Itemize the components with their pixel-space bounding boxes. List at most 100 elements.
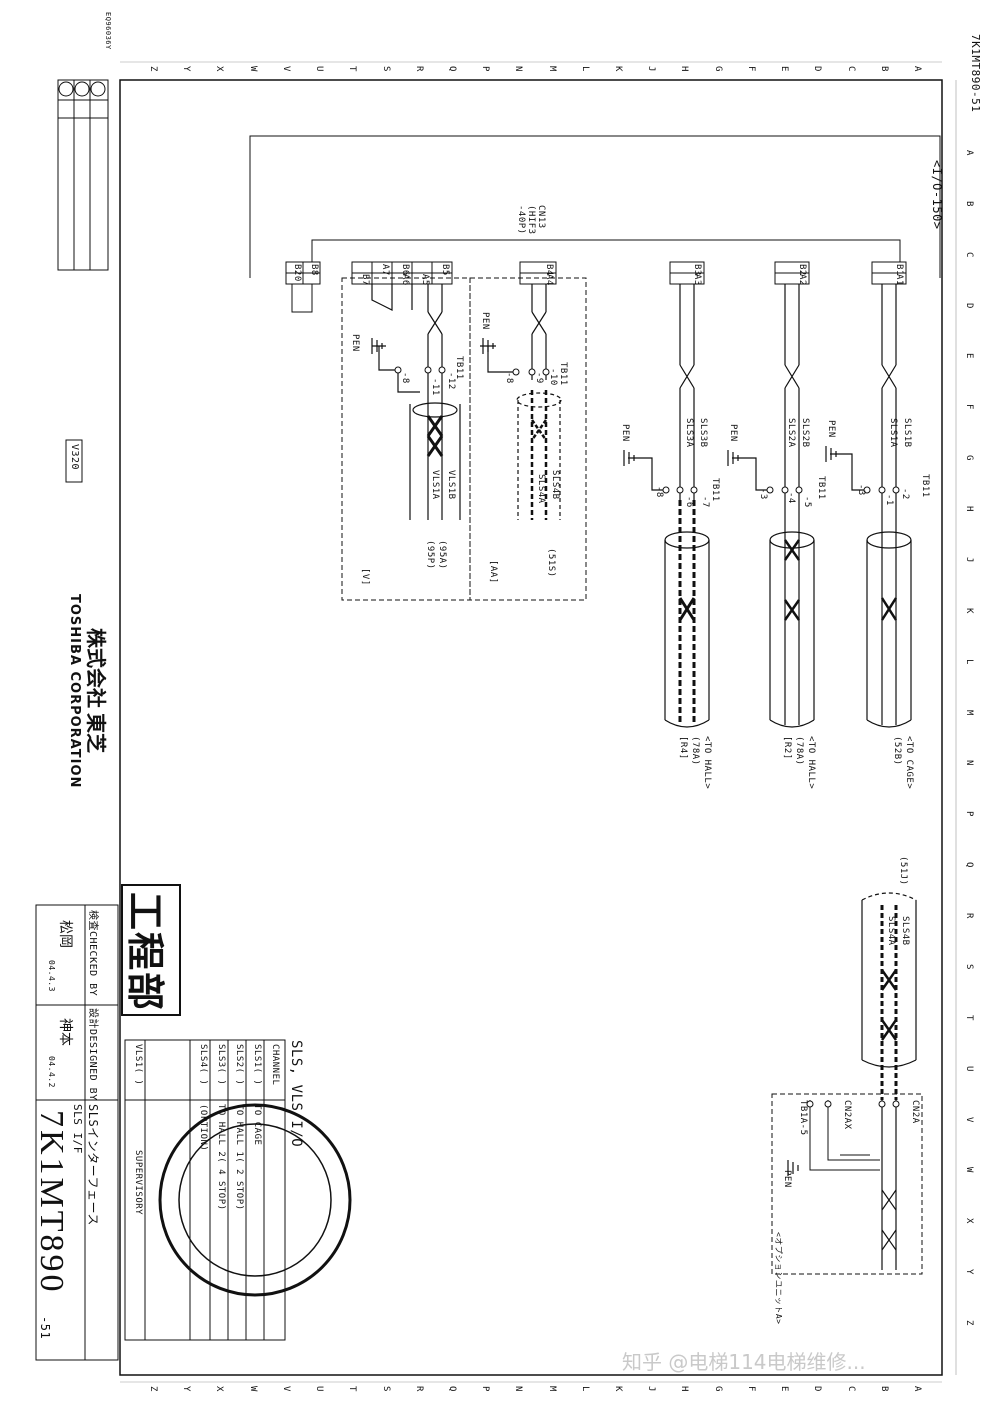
grid-letter: E	[779, 1386, 790, 1392]
grid-letter: K	[964, 607, 974, 614]
tb11-sls3: TB11	[710, 478, 720, 502]
grid-letter: U	[314, 66, 325, 72]
channel-row-3-dest: TO HALL 2( 4 STOP)	[216, 1104, 226, 1211]
aa-group-box	[469, 277, 587, 601]
grid-letter: P	[480, 66, 491, 72]
title-big-number: 7K1MT890	[33, 1110, 70, 1295]
pin-a2: A2	[797, 274, 807, 286]
term-5: -5	[802, 496, 812, 508]
terminal-dots	[394, 366, 900, 1108]
pin-a3: A3	[692, 274, 702, 286]
grid-letter: N	[513, 1386, 524, 1392]
term-2: -2	[900, 488, 910, 500]
grid-letter: B	[878, 1386, 889, 1392]
tb1a-label: TB1A-5	[798, 1100, 808, 1136]
grid-letter: U	[964, 1065, 974, 1072]
channel-table-title: SLS, VLS I/O	[288, 1040, 304, 1148]
grid-letter: G	[712, 1386, 723, 1392]
term-1: -1	[884, 494, 894, 506]
vls1b-label: VLS1B	[446, 470, 456, 500]
s1j-code: (51J)	[898, 856, 908, 886]
bus-frame	[249, 135, 941, 278]
engineering-stamp	[121, 884, 181, 1016]
pin-a1: A1	[894, 274, 904, 286]
pin-a6: A6	[400, 274, 410, 286]
grid-letter: B	[964, 200, 974, 207]
grid-letter: C	[845, 1386, 856, 1392]
grid-letter: D	[812, 66, 823, 72]
grid-letter: V	[964, 1116, 974, 1123]
designed-date: 04.4.2	[47, 1056, 56, 1088]
sls2a-label: SLS2A	[786, 418, 796, 448]
grid-letter: L	[579, 66, 590, 72]
grid-letter: J	[964, 556, 974, 563]
term-8-v1: -8	[400, 372, 410, 384]
checked-by-name: 松岡	[57, 920, 72, 948]
grid-letter: Q	[446, 66, 457, 72]
grid-letter: M	[964, 709, 974, 716]
channel-row-5-ch: VLS1( )	[133, 1044, 143, 1086]
grid-letter: K	[613, 1386, 624, 1392]
pen-label-v1: PEN	[350, 334, 360, 352]
revision-circle	[74, 81, 90, 97]
revision-box	[57, 79, 109, 271]
term-3-sls2: -3	[758, 488, 768, 500]
channel-row-1-dest: TO CAGE	[252, 1104, 262, 1146]
sls3a-label: SLS3A	[684, 418, 694, 448]
grid-letter: W	[247, 1386, 258, 1392]
term-3-sls1: -3	[856, 484, 866, 496]
sls4b-option-label: SLS4B	[900, 916, 910, 946]
sls4a-option-label: SLS4A	[886, 916, 896, 946]
sheet-border	[119, 79, 943, 1376]
grid-letter: F	[745, 66, 756, 72]
term-9: -9	[534, 372, 544, 384]
sls4-pair	[480, 284, 562, 520]
sls4a-label: SLS4A	[536, 474, 546, 504]
pen-label-sls3: PEN	[620, 424, 630, 442]
grid-letter: R	[413, 1386, 424, 1392]
grid-letter: Y	[964, 1269, 974, 1276]
channel-row-3-ch: SLS3( )	[216, 1044, 226, 1086]
grid-letter: N	[964, 760, 974, 767]
grid-letter: A	[964, 150, 974, 156]
top-corner-code: EQ96036Y	[104, 12, 112, 50]
grid-letter: G	[964, 455, 974, 462]
sls2-pair	[732, 284, 815, 728]
grid-letter: Q	[446, 1386, 457, 1392]
grid-letter: M	[546, 1386, 557, 1392]
sls1b-label: SLS1B	[902, 418, 912, 448]
cage-sub: (52B)	[892, 736, 902, 766]
grid-letter: R	[413, 66, 424, 72]
sls2b-label: SLS2B	[800, 418, 810, 448]
grid-letter: J	[646, 66, 657, 72]
pin-b7: B7	[360, 274, 370, 286]
title-block	[35, 904, 119, 1361]
grid-letter: S	[380, 1386, 391, 1392]
pen-label-sls1: PEN	[826, 420, 836, 438]
grid-letter: R	[964, 913, 974, 919]
v1-group-box	[341, 277, 471, 601]
to-hall-r2-label: <TO HALL>	[806, 736, 816, 790]
io-bus-label: <I/O-150>	[930, 160, 944, 230]
revision-circle	[58, 81, 74, 97]
grid-letter: V	[280, 1386, 291, 1392]
term-12: -12	[446, 372, 456, 390]
grid-letter: C	[964, 251, 974, 258]
channel-row-5-dest: SUPERVISORY	[133, 1150, 143, 1216]
pin-b8: B8	[309, 264, 319, 276]
term-6: -6	[684, 496, 694, 508]
grid-letter: X	[214, 66, 225, 72]
grid-letter: J	[646, 1386, 657, 1392]
term-4: -4	[786, 492, 796, 504]
grid-letter: B	[878, 66, 889, 72]
grid-letter: C	[845, 66, 856, 72]
connector-blocks	[285, 261, 907, 313]
channel-table	[124, 1039, 286, 1341]
grid-letter: M	[546, 66, 557, 72]
page-ref: V320	[69, 444, 80, 471]
option-pair	[861, 892, 917, 1270]
revision-circle	[90, 81, 106, 97]
pen-option-label: PEN	[782, 1170, 792, 1188]
pen-label-aa: PEN	[480, 312, 490, 330]
